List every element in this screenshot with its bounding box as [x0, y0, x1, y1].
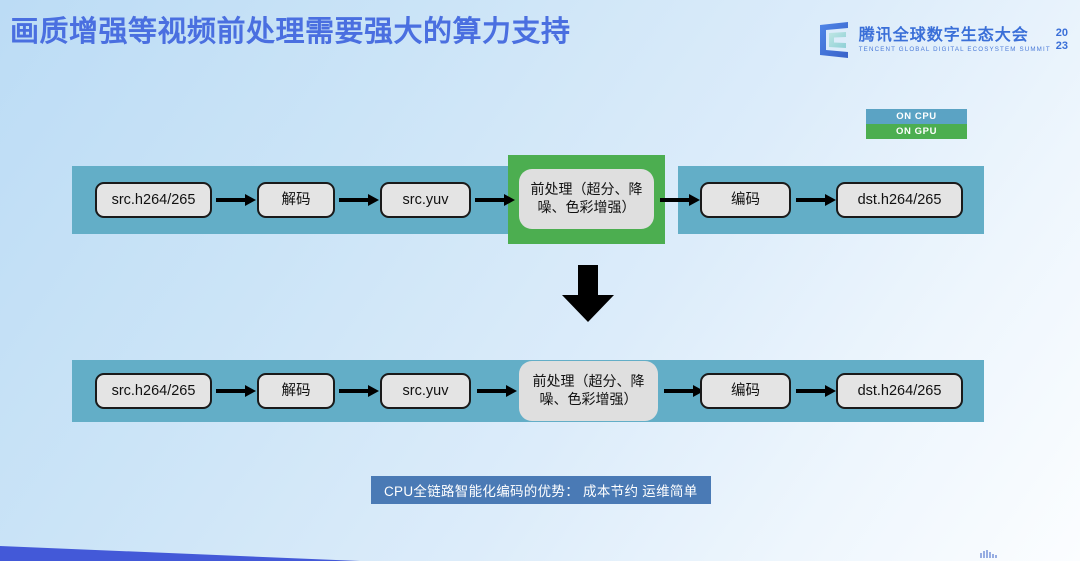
pipeline-2-node-decode: 解码 [257, 373, 335, 409]
page-title: 画质增强等视频前处理需要强大的算力支持 [10, 16, 571, 48]
pipeline-2-arrow-3 [477, 385, 517, 397]
conference-logo: 腾讯全球数字生态大会 TENCENT GLOBAL DIGITAL ECOSYS… [818, 20, 1068, 60]
legend: ON CPU ON GPU [866, 109, 967, 139]
logo-english-name: TENCENT GLOBAL DIGITAL ECOSYSTEM SUMMIT [858, 45, 1051, 53]
legend-item-on-gpu: ON GPU [866, 124, 967, 139]
summary-caption: CPU全链路智能化编码的优势： 成本节约 运维简单 [371, 476, 711, 504]
bottom-right-mark-icon [980, 550, 997, 558]
pipeline-2-arrow-5 [796, 385, 836, 397]
logo-year-bottom: 23 [1055, 40, 1068, 52]
bottom-left-wedge-decoration [0, 546, 360, 561]
down-arrow-icon [562, 265, 614, 322]
pipeline-1-arrow-3 [475, 194, 515, 206]
pipeline-2-arrow-1 [216, 385, 256, 397]
logo-text-block: 腾讯全球数字生态大会 TENCENT GLOBAL DIGITAL ECOSYS… [859, 22, 1051, 58]
pipeline-1-node-decode: 解码 [257, 182, 335, 218]
pipeline-2-node-encode: 编码 [700, 373, 791, 409]
logo-year: 20 23 [1056, 23, 1068, 57]
pipeline-2-node-src-yuv: src.yuv [380, 373, 471, 409]
logo-chinese-name: 腾讯全球数字生态大会 [858, 26, 1029, 44]
pipeline-1-arrow-2 [339, 194, 379, 206]
pipeline-1-arrow-1 [216, 194, 256, 206]
pipeline-1-node-src-h264: src.h264/265 [95, 182, 212, 218]
legend-item-on-cpu: ON CPU [866, 109, 967, 124]
tencent-summit-logo-icon [819, 22, 848, 58]
logo-year-top: 20 [1055, 27, 1068, 39]
pipeline-1-node-src-yuv: src.yuv [380, 182, 471, 218]
pipeline-2-node-src-h264: src.h264/265 [95, 373, 212, 409]
pipeline-1-node-dst-h264: dst.h264/265 [836, 182, 963, 218]
pipeline-1-arrow-5 [796, 194, 836, 206]
pipeline-1-node-preprocess: 前处理（超分、降噪、色彩增强） [519, 169, 654, 229]
pipeline-1-arrow-4 [660, 194, 700, 206]
pipeline-2-node-dst-h264: dst.h264/265 [836, 373, 963, 409]
pipeline-2-arrow-2 [339, 385, 379, 397]
pipeline-2-node-preprocess: 前处理（超分、降噪、色彩增强） [519, 361, 658, 421]
pipeline-2-arrow-4 [664, 385, 704, 397]
pipeline-1-node-encode: 编码 [700, 182, 791, 218]
